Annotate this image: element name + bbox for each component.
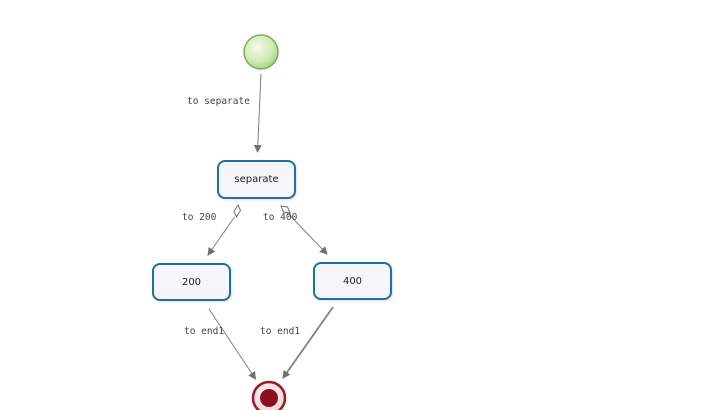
task-node-200[interactable]: 200 [152,263,231,301]
end-event-node[interactable] [251,380,287,410]
task-node-200-label: 200 [181,276,202,288]
edge-200-to-end[interactable] [208,308,257,380]
edge-label-to-separate: to separate [187,96,250,107]
edge-label-to-200: to 200 [182,212,217,223]
edge-label-to-400: to 400 [263,212,298,223]
edge-separate-to-200[interactable] [207,216,235,256]
edge-separate-to-400[interactable] [288,213,328,255]
task-node-separate-label: separate [234,174,279,185]
edge-start-to-separate[interactable] [253,73,262,153]
start-event-node[interactable] [243,34,279,70]
edge-label-200-to-end1: to end1 [184,326,225,337]
edge-separate-to-400-diamond [280,205,291,214]
task-node-separate[interactable]: separate [217,160,296,199]
task-node-400-label: 400 [342,275,363,287]
edge-400-to-end[interactable] [282,306,334,379]
edge-label-400-to-end1: to end1 [260,326,301,337]
edge-separate-to-200-diamond [233,203,242,219]
task-node-400[interactable]: 400 [313,262,392,300]
